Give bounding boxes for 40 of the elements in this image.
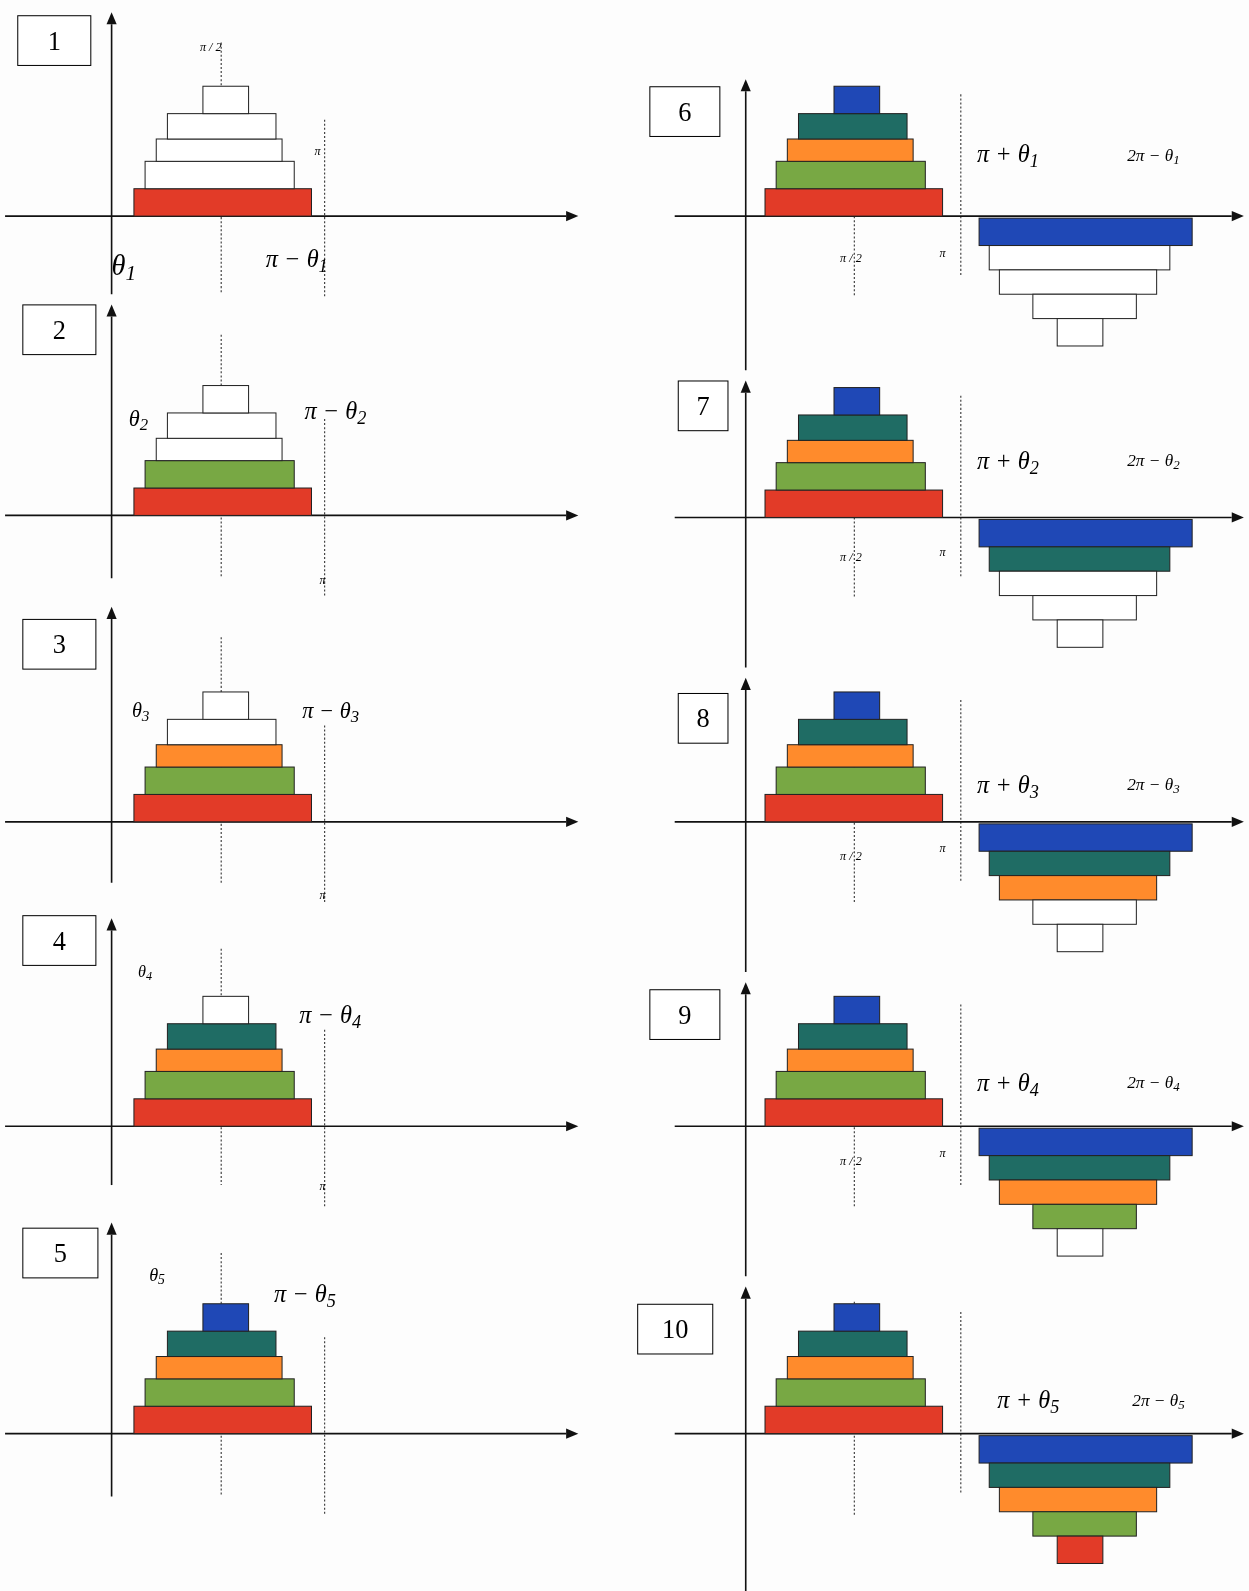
axis-label: π / 2: [840, 850, 862, 863]
axis-label: π − θ$_{2}$: [304, 398, 367, 424]
axis-label: π: [319, 888, 326, 901]
number-box: 2: [22, 304, 97, 356]
axis-label: π / 2: [840, 1154, 862, 1167]
axis-label: π − θ$_{5}$: [273, 1281, 336, 1306]
axis-label: π: [319, 1180, 326, 1193]
axis-label: π − θ$_{4}$: [299, 1002, 362, 1027]
number-box: 9: [649, 989, 721, 1040]
axis-label: π: [314, 145, 321, 158]
axis-label: π + θ$_{3}$: [977, 773, 1039, 798]
axis-label: π: [939, 246, 946, 259]
axis-label: π + θ$_{1}$: [977, 142, 1039, 167]
axis-label: π: [939, 842, 946, 855]
number-box: 8: [677, 692, 729, 744]
number-box: 7: [677, 380, 729, 432]
axis-label: π: [939, 1146, 946, 1159]
axis-label: π: [319, 574, 326, 587]
axis-label: π + θ$_{4}$: [977, 1070, 1039, 1095]
axis-label: π / 2: [199, 40, 222, 53]
number-box: 1: [17, 15, 92, 66]
axis-label: π + θ$_{2}$: [977, 448, 1039, 473]
axis-label: 2π − θ$_{5}$: [1132, 1392, 1185, 1410]
axis-label: π / 2: [840, 550, 862, 564]
axis-label: π + θ$_{5}$: [997, 1387, 1060, 1413]
axis-label: π − θ$_{3}$: [302, 700, 360, 723]
axis-label: π / 2: [840, 251, 862, 264]
axis-label: 2π − θ$_{4}$: [1127, 1073, 1180, 1091]
number-box: 4: [22, 915, 97, 966]
number-box: 6: [649, 86, 721, 137]
axis-label: 2π − θ$_{1}$: [1127, 147, 1180, 165]
axis-label: 2π − θ$_{2}$: [1127, 451, 1180, 469]
number-box: 5: [22, 1227, 99, 1279]
axis-label: θ$_{2}$: [128, 407, 149, 431]
number-box: 10: [637, 1303, 714, 1355]
axis-label: π: [939, 545, 946, 559]
axis-label: π − θ$_{1}$: [265, 246, 328, 271]
number-box: 3: [22, 618, 97, 670]
axis-label: θ$_{1}$: [111, 251, 137, 281]
axis-label: 2π − θ$_{3}$: [1127, 776, 1180, 794]
